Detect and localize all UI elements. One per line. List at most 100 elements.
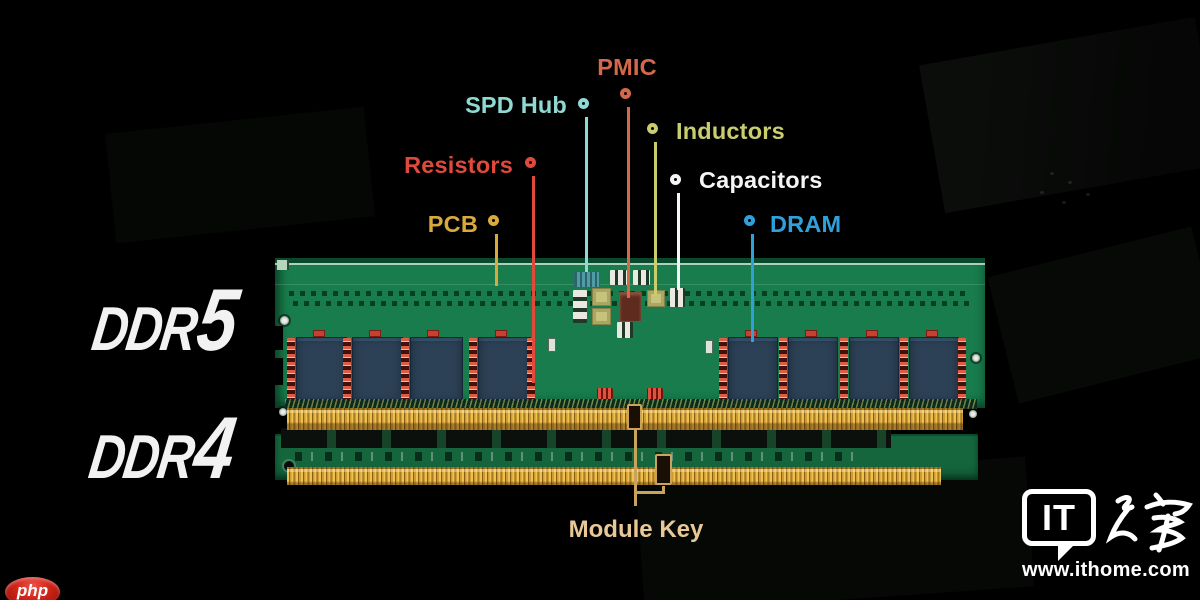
capacitor: [548, 338, 556, 352]
background-texture: [987, 226, 1200, 404]
spd-hub-chip: [574, 271, 600, 288]
callout-label-spd-hub: SPD Hub: [465, 92, 567, 118]
callout-label-capacitors: Capacitors: [699, 167, 823, 193]
inductor: [592, 308, 611, 325]
module-key-line: [634, 430, 637, 506]
pmic-chip: [619, 292, 642, 322]
callout-marker-pcb: [488, 215, 499, 226]
mounting-hole: [969, 410, 977, 418]
ddr5-digit: 5: [191, 270, 245, 369]
dram-chip: [410, 337, 463, 403]
dram-chip: [909, 337, 959, 403]
callout-label-module-key: Module Key: [568, 516, 704, 543]
callout-line-inductors: [654, 142, 657, 296]
background-texture: [919, 16, 1200, 214]
ddr4-gold-pins: [287, 467, 941, 485]
ithome-logo: IT www.ithome.com: [1012, 485, 1200, 593]
resistor-tab: [313, 330, 325, 337]
callout-label-inductors: Inductors: [676, 118, 785, 144]
mounting-hole: [280, 316, 289, 325]
background-glint: [1068, 181, 1072, 184]
ddr5-edge-notch: [270, 326, 283, 350]
resistor-tab: [369, 330, 381, 337]
ddr5-trace-line: [275, 263, 985, 265]
ddr5-module: [270, 258, 985, 430]
capacitor: [705, 340, 713, 354]
callout-line-spd-hub: [585, 117, 588, 272]
ddr4-digit: 4: [188, 398, 242, 497]
ddr5-edge-notch: [270, 358, 283, 385]
php-watermark-label: php: [16, 580, 49, 600]
resistor-strip: [401, 338, 409, 401]
ddr5-prefix: DDR: [88, 295, 201, 364]
callout-marker-spd-hub: [578, 98, 589, 109]
ithome-logo-abbr: IT: [1042, 496, 1076, 538]
dram-chip: [849, 337, 899, 403]
callout-label-dram: DRAM: [770, 211, 842, 237]
dram-chip: [728, 337, 778, 403]
module-key-line: [634, 491, 665, 494]
capacitor-group: [633, 270, 650, 285]
callout-marker-dram: [744, 215, 755, 226]
mounting-hole: [279, 408, 287, 416]
callout-label-resistors: Resistors: [404, 152, 513, 178]
resistor-strip: [287, 338, 295, 401]
resistor-strip: [719, 338, 727, 401]
capacitor-group: [573, 290, 587, 323]
resistor-tab: [926, 330, 938, 337]
ddr5-module-key-notch: [627, 404, 642, 430]
resistor-strip: [343, 338, 351, 401]
ddr5-top-edge: [275, 258, 985, 263]
callout-line-resistors: [532, 176, 535, 383]
callout-marker-pmic: [620, 88, 631, 99]
resistor-tab: [866, 330, 878, 337]
resistor-strip: [469, 338, 477, 401]
ithome-speech-bubble-tail: [1058, 546, 1073, 561]
ddr5-corner-component: [277, 260, 289, 270]
ddr4-module: [275, 428, 978, 486]
callout-line-pcb: [495, 234, 498, 286]
callout-marker-resistors: [525, 157, 536, 168]
inductor: [592, 288, 611, 306]
background-texture: [104, 106, 376, 244]
resistor-strip: [958, 338, 966, 401]
ddr4-label: DDR 4: [85, 398, 242, 497]
resistor-strip: [527, 338, 535, 401]
dram-chip: [296, 337, 347, 403]
resistor-cluster: [597, 388, 613, 399]
ddr4-module-key-notch: [655, 454, 672, 485]
resistor-strip: [779, 338, 787, 401]
callout-label-pmic: PMIC: [597, 54, 657, 80]
background-glint: [1050, 172, 1054, 175]
ddr4-chip-row: [281, 428, 891, 448]
callout-marker-capacitors: [670, 174, 681, 185]
dram-chip: [352, 337, 403, 403]
capacitor-group: [610, 270, 627, 285]
ddr5-trace-line: [275, 284, 985, 285]
callout-line-pmic: [627, 107, 630, 298]
ddr5-label: DDR 5: [88, 270, 245, 369]
php-watermark-badge: php: [5, 577, 60, 600]
callout-label-pcb: PCB: [427, 211, 478, 237]
callout-line-capacitors: [677, 193, 680, 290]
ithome-speech-bubble-icon: IT: [1022, 489, 1096, 546]
mounting-hole: [284, 461, 294, 471]
resistor-tab: [495, 330, 507, 337]
capacitor-group: [670, 288, 685, 307]
module-key-line: [662, 486, 665, 494]
ddr4-component-row: [295, 452, 855, 461]
resistor-strip: [900, 338, 908, 401]
mounting-hole: [972, 354, 980, 362]
ithome-url: www.ithome.com: [1022, 559, 1190, 581]
callout-marker-inductors: [647, 123, 658, 134]
ithome-calligraphy-icon: [1105, 492, 1193, 553]
resistor-cluster: [647, 388, 663, 399]
ddr4-prefix: DDR: [85, 423, 198, 492]
capacitor-group: [617, 322, 633, 338]
ddr5-gold-pins: [287, 408, 963, 430]
callout-line-dram: [751, 234, 754, 342]
resistor-tab: [427, 330, 439, 337]
background-glint: [1062, 201, 1066, 204]
background-glint: [1086, 193, 1090, 196]
